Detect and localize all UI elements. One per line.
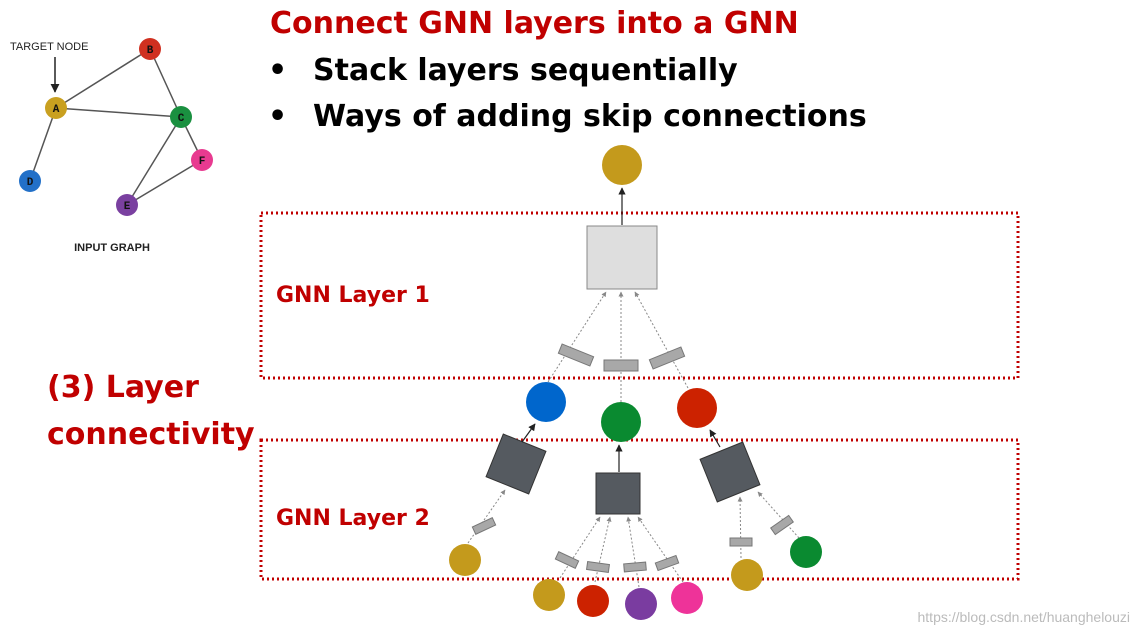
mid-node-blue [526, 382, 566, 422]
l1-message-green [603, 359, 639, 372]
l2-message-mid-pink [654, 554, 680, 572]
l1-message-red [648, 346, 686, 370]
edge-a-c [55, 107, 182, 118]
svg-text:D: D [27, 177, 34, 189]
svg-text:E: E [124, 201, 131, 213]
layer2-frame [259, 438, 1020, 581]
target-node-label: TARGET NODE [10, 41, 88, 53]
bullet-marker-1: • [268, 53, 287, 88]
l1-message-blue [557, 343, 595, 367]
l2-message-left-gold [471, 517, 497, 535]
l2-message-right-gold [729, 537, 753, 547]
input-node-e: E [116, 194, 138, 216]
input-node-f: F [191, 149, 213, 171]
layer1-label: GNN Layer 1 [276, 283, 430, 308]
leaf-node-red [577, 585, 609, 617]
l2-arrow-left-gold [467, 489, 506, 544]
l2-arrow-mid-pink [637, 516, 684, 583]
svg-text:C: C [178, 113, 185, 125]
svg-text:B: B [147, 45, 154, 57]
input-graph: TARGET NODE A B C D E [10, 38, 213, 254]
layer1-aggregator [586, 225, 658, 290]
bullet-marker-2: • [268, 99, 287, 134]
input-node-d: D [19, 170, 41, 192]
l2-message-mid-gold [554, 551, 580, 569]
mid-node-green [601, 402, 641, 442]
bullet-skip-connections: Ways of adding skip connections [313, 99, 867, 134]
leaf-node-pink [671, 582, 703, 614]
layer2-aggregator-right [699, 441, 761, 503]
l2-arrow-mid-gold [559, 516, 601, 579]
leaf-node-purple [625, 588, 657, 620]
leaf-node-gold-left [449, 544, 481, 576]
edge-a-d [29, 107, 57, 182]
mid-node-red [677, 388, 717, 428]
input-node-b: B [139, 38, 161, 60]
l2-arrow-mid-red [594, 516, 612, 583]
edge-c-e [126, 116, 182, 206]
layer1-frame [259, 211, 1020, 380]
leaf-node-gold-right [731, 559, 763, 591]
l2-out-arrow-left [521, 423, 536, 443]
l1-arrow-blue [547, 291, 607, 383]
l1-arrow-red [634, 291, 689, 389]
edge-e-f [126, 159, 203, 206]
l2-message-mid-red [585, 560, 611, 574]
side-label-line1: (3) Layer [47, 370, 199, 405]
input-graph-caption: INPUT GRAPH [74, 242, 150, 254]
edge-a-b [55, 48, 151, 109]
svg-text:A: A [53, 104, 60, 116]
input-graph-edges [29, 48, 203, 206]
input-node-a: A [45, 97, 67, 119]
layer2-label: GNN Layer 2 [276, 506, 430, 531]
input-node-c: C [170, 106, 192, 128]
leaf-node-gold-mid [533, 579, 565, 611]
l2-message-right-green [769, 514, 795, 536]
edge-b-c [149, 48, 182, 118]
watermark: https://blog.csdn.net/huanghelouzi [918, 609, 1131, 625]
slide-title: Connect GNN layers into a GNN [270, 6, 799, 41]
layer2-aggregator-left [485, 433, 547, 495]
output-node-a [602, 145, 642, 185]
leaf-node-green [790, 536, 822, 568]
svg-text:F: F [199, 156, 206, 168]
bullet-stack-layers: Stack layers sequentially [313, 53, 738, 88]
l2-arrow-right-gold [737, 496, 743, 559]
l2-arrow-mid-purple [626, 516, 640, 588]
side-label-line2: connectivity [47, 417, 255, 452]
l2-message-mid-purple [623, 561, 647, 573]
layer2-aggregator-middle [595, 472, 641, 515]
l2-out-arrow-right [709, 429, 721, 448]
